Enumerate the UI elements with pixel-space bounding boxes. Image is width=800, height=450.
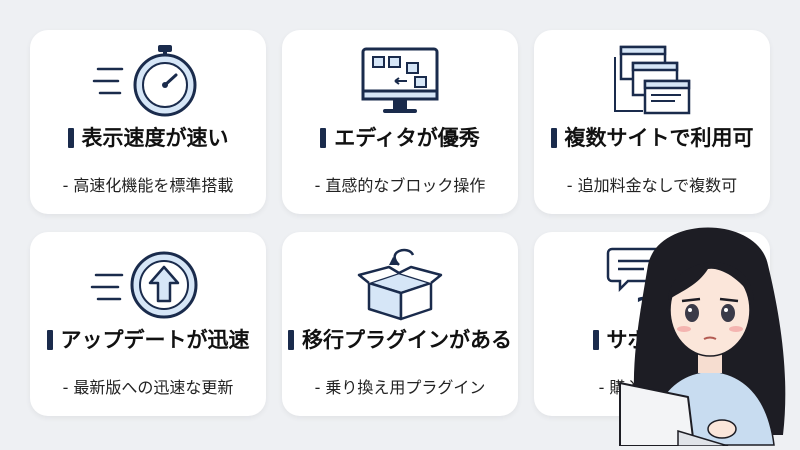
card-title: 移行プラグインがある — [282, 324, 518, 354]
monitor-blocks-icon — [282, 40, 518, 122]
feature-card-multisite: 複数サイトで利用可 - 追加料金なしで複数可 — [534, 30, 770, 214]
card-title: 表示速度が速い — [30, 122, 266, 152]
card-title: エディタが優秀 — [282, 122, 518, 152]
card-title: 複数サイトで利用可 — [534, 122, 770, 152]
feature-card-update: アップデートが迅速 - 最新版への迅速な更新 — [30, 232, 266, 416]
woman-laptop-illustration — [618, 205, 800, 450]
multiple-windows-icon — [534, 40, 770, 122]
card-subtitle: - 高速化機能を標準搭載 — [62, 176, 234, 195]
box-transfer-icon — [282, 242, 518, 324]
card-subtitle: - 追加料金なしで複数可 — [566, 176, 738, 195]
card-title: アップデートが迅速 — [30, 324, 266, 354]
card-subtitle: - 乗り換え用プラグイン — [314, 378, 486, 397]
feature-card-speed: 表示速度が速い - 高速化機能を標準搭載 — [30, 30, 266, 214]
feature-card-editor: エディタが優秀 - 直感的なブロック操作 — [282, 30, 518, 214]
update-arrow-icon — [30, 242, 266, 324]
card-subtitle: - 最新版への迅速な更新 — [62, 378, 234, 397]
feature-card-migration: 移行プラグインがある - 乗り換え用プラグイン — [282, 232, 518, 416]
card-subtitle: - 直感的なブロック操作 — [314, 176, 486, 195]
stopwatch-icon — [30, 40, 266, 122]
